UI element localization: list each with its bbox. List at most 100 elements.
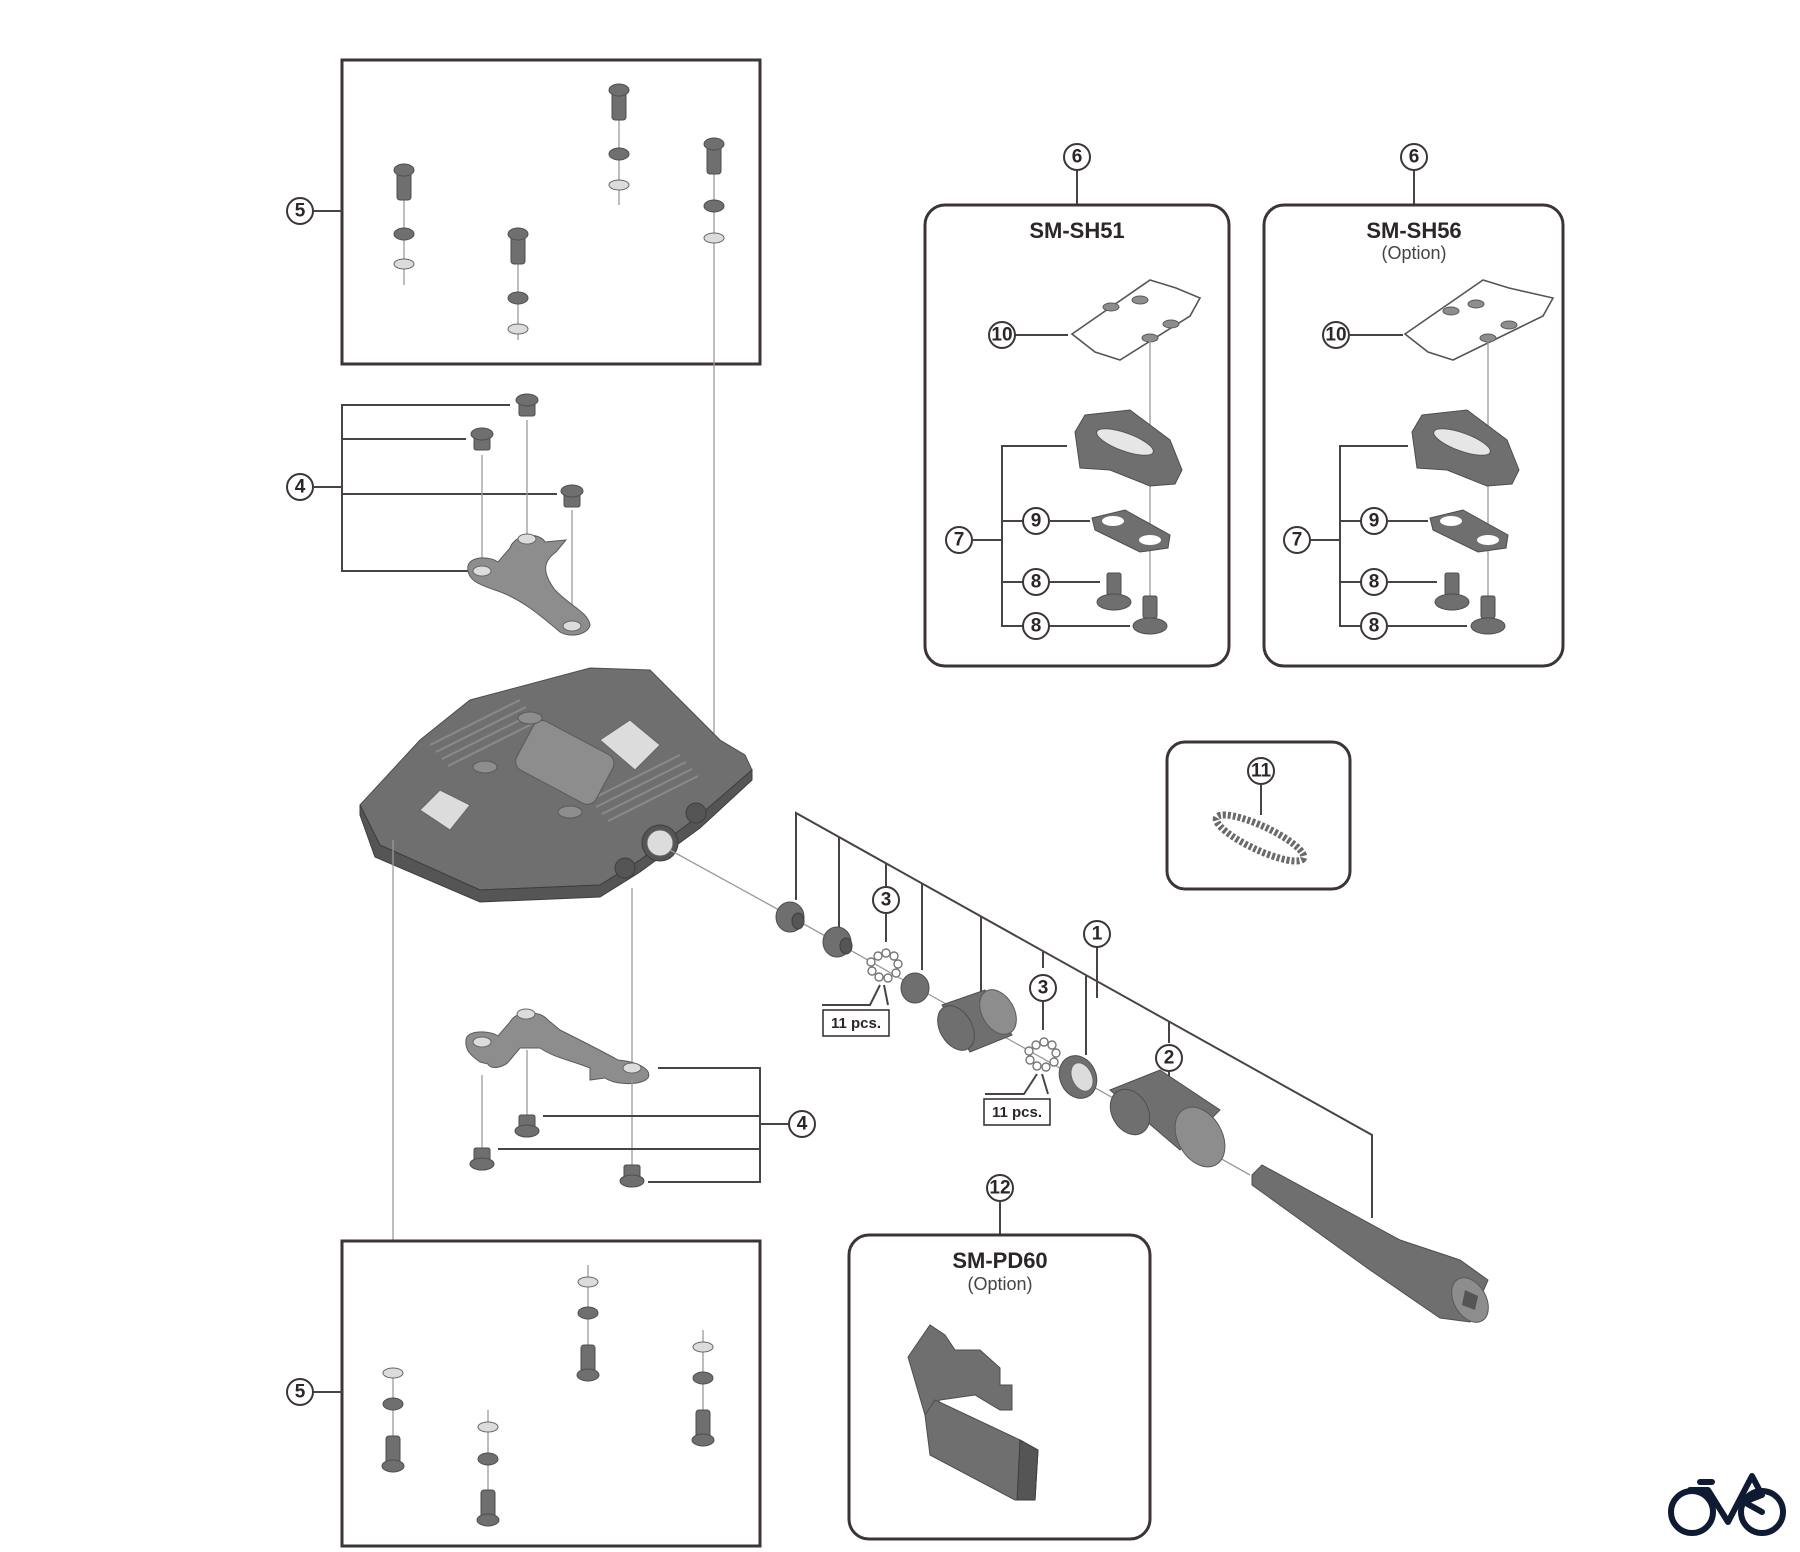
callout-label: 11 — [1251, 761, 1272, 782]
callout-6-sh51[interactable]: 6 — [1063, 143, 1091, 171]
cleat-plate-upper-group: 4 — [286, 393, 591, 636]
callout-8b-sh51[interactable]: 8 — [1022, 612, 1050, 640]
callout-label: 12 — [989, 1178, 1010, 1199]
pin-stack — [608, 83, 630, 205]
callout-label: 3 — [1038, 978, 1049, 999]
callout-8a-sh51[interactable]: 8 — [1022, 568, 1050, 596]
callout-3b[interactable]: 3 — [1029, 974, 1057, 1002]
svg-text:11 pcs.: 11 pcs. — [992, 1104, 1042, 1121]
cleat — [1074, 409, 1183, 487]
callout-10-sh56[interactable]: 10 — [1322, 321, 1350, 349]
callout-6-sh56[interactable]: 6 — [1400, 143, 1428, 171]
callout-4-lower[interactable]: 4 — [788, 1110, 816, 1138]
cleat-bolt — [1434, 572, 1470, 611]
lock-nut — [775, 901, 805, 933]
qty-label-b: 11 pcs. — [983, 1098, 1051, 1126]
bearing-race — [1058, 1055, 1098, 1099]
callout-4-upper[interactable]: 4 — [286, 473, 314, 501]
callout-1[interactable]: 1 — [1083, 920, 1111, 948]
callout-label: 9 — [1031, 511, 1042, 532]
callout-12[interactable]: 12 — [986, 1174, 1014, 1202]
callout-label: 8 — [1369, 616, 1380, 637]
bicycle-logo-icon — [1668, 1473, 1786, 1536]
callout-11[interactable]: 11 — [1247, 757, 1275, 785]
callout-9-sh51[interactable]: 9 — [1022, 507, 1050, 535]
steel-balls-a — [866, 948, 903, 983]
callout-label: 9 — [1369, 511, 1380, 532]
cleat-nut-plate — [1070, 279, 1202, 361]
callout-3a[interactable]: 3 — [872, 886, 900, 914]
callout-label: 7 — [954, 530, 965, 551]
callout-label: 4 — [295, 477, 306, 498]
axle-assembly-group: 3 3 1 2 11 pcs. — [769, 811, 1489, 1323]
cleat-bolt — [1132, 595, 1168, 635]
platform-adapter — [907, 1324, 1039, 1501]
callout-5-lower[interactable]: 5 — [286, 1378, 314, 1406]
callout-label: 6 — [1072, 147, 1083, 168]
cleat — [1411, 409, 1520, 487]
kit-subtitle: (Option) — [1381, 243, 1446, 263]
callout-9-sh56[interactable]: 9 — [1360, 507, 1388, 535]
cleat-nut-plate — [1403, 279, 1555, 361]
screw — [619, 1164, 645, 1188]
pedal-body — [359, 667, 771, 1241]
callout-7-sh56[interactable]: 7 — [1283, 526, 1311, 554]
pedal-axle — [1251, 1164, 1489, 1323]
pin-stack — [691, 1330, 715, 1447]
axle-bushing-unit — [1109, 1069, 1226, 1168]
callout-label: 6 — [1409, 147, 1420, 168]
svg-text:11 pcs.: 11 pcs. — [831, 1015, 881, 1032]
callout-7-sh51[interactable]: 7 — [945, 526, 973, 554]
kit-sm-sh56: 6 SM-SH56 (Option) 10 7 — [1262, 143, 1565, 668]
pin-set-lower-group: 5 — [286, 1239, 762, 1548]
cleat-bolt — [1470, 595, 1506, 635]
screw — [470, 427, 494, 451]
callout-label: 8 — [1031, 572, 1042, 593]
part-11-group: 11 — [1165, 740, 1352, 891]
callout-label: 8 — [1369, 572, 1380, 593]
callout-label: 8 — [1031, 616, 1042, 637]
dust-seal — [900, 972, 930, 1004]
kit-sm-sh51: 6 SM-SH51 10 7 — [923, 143, 1231, 668]
bearing-sleeve — [937, 989, 1017, 1053]
screw — [469, 1147, 495, 1171]
steel-balls-b — [1024, 1037, 1061, 1072]
pin-stack — [507, 227, 529, 340]
callout-label: 10 — [991, 325, 1012, 346]
kit-subtitle: (Option) — [967, 1274, 1032, 1294]
callout-label: 10 — [1325, 325, 1346, 346]
screw — [515, 393, 539, 417]
pin-stack — [381, 1367, 405, 1473]
screw — [560, 484, 584, 508]
screw — [514, 1114, 540, 1138]
callout-label: 4 — [797, 1114, 808, 1135]
pin-stack — [476, 1410, 500, 1527]
cleat-washer — [1429, 509, 1509, 553]
cleat-retainer-plate — [465, 1012, 650, 1085]
pin-set-lower-frame — [340, 1239, 762, 1548]
callout-label: 5 — [295, 201, 306, 222]
kit-sm-pd60: 12 SM-PD60 (Option) — [847, 1174, 1152, 1541]
callout-2[interactable]: 2 — [1155, 1044, 1183, 1072]
kit-title: SM-SH51 — [1029, 218, 1124, 243]
callout-10-sh51[interactable]: 10 — [988, 321, 1016, 349]
cleat-seal-ring — [1212, 811, 1308, 865]
pin-stack — [393, 163, 415, 285]
callout-label: 3 — [881, 890, 892, 911]
callout-label: 5 — [295, 1382, 306, 1403]
pin-set-upper-frame — [340, 58, 762, 366]
callout-5-upper[interactable]: 5 — [286, 197, 314, 225]
qty-label-a: 11 pcs. — [822, 1009, 890, 1037]
callout-label: 2 — [1164, 1048, 1175, 1069]
callout-label: 1 — [1092, 924, 1103, 945]
cleat-bolt — [1096, 572, 1132, 611]
kit-title: SM-SH56 — [1366, 218, 1461, 243]
cleat-plate-lower-group: 4 — [465, 1008, 816, 1188]
cleat-retainer-plate — [467, 535, 591, 636]
pin-stack — [703, 137, 725, 745]
callout-8b-sh56[interactable]: 8 — [1360, 612, 1388, 640]
callout-8a-sh56[interactable]: 8 — [1360, 568, 1388, 596]
pin-set-upper-group: 5 — [286, 58, 762, 745]
pin-stack — [576, 1265, 600, 1382]
